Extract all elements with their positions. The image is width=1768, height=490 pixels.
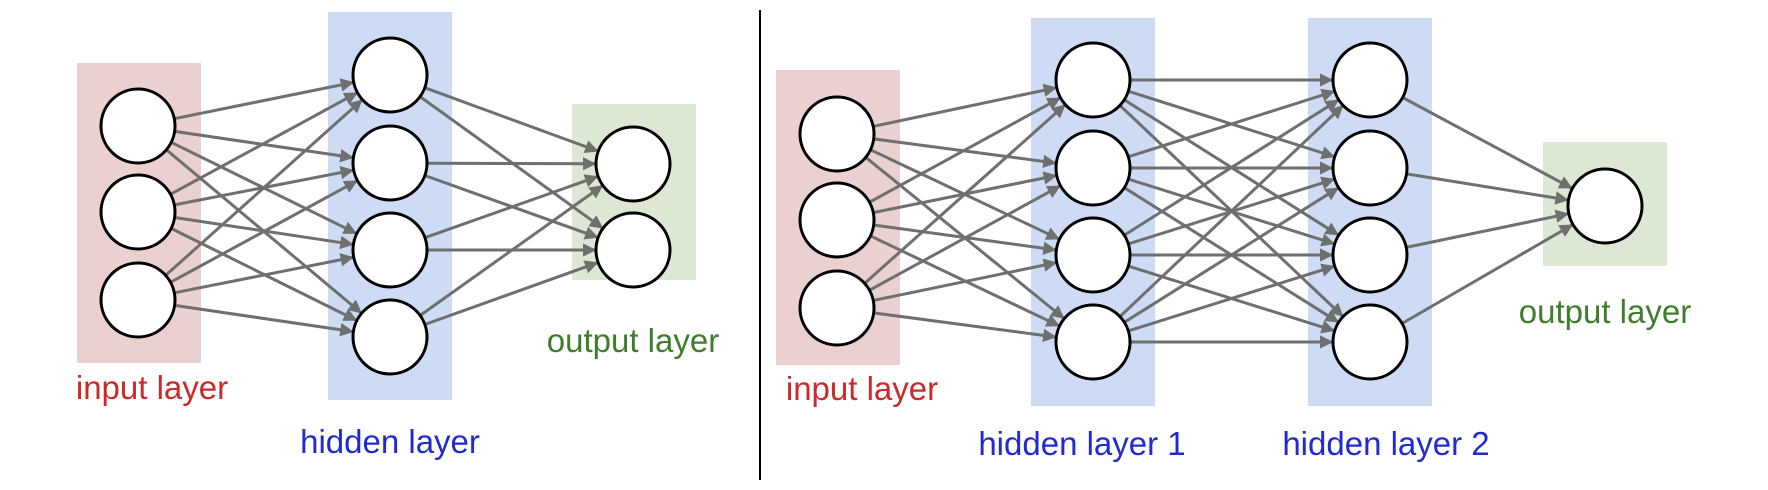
- connections: [863, 73, 1574, 349]
- connection-arrow: [1405, 209, 1570, 249]
- connection-arrow: [1118, 105, 1344, 318]
- connection-arrow: [1401, 96, 1573, 190]
- connection-arrow: [424, 260, 599, 326]
- connection-arrow: [169, 91, 358, 196]
- layer-bands: [776, 18, 1667, 406]
- neurons: [798, 41, 1644, 381]
- connection-arrow: [169, 179, 358, 284]
- hidden-neuron: [1054, 41, 1132, 119]
- layer-labels: input layer hidden layer output layer: [76, 322, 719, 460]
- connection-arrow: [872, 83, 1058, 128]
- hidden-neuron: [351, 211, 429, 289]
- output-neuron: [594, 125, 672, 203]
- hidden-layer-label: hidden layer 1: [978, 425, 1185, 462]
- output-neuron: [594, 211, 672, 289]
- connection-arrow: [1123, 99, 1340, 237]
- hidden-neuron: [1331, 303, 1409, 381]
- network-diagram-single-hidden: input layer hidden layer output layer: [76, 12, 719, 460]
- connection-arrow: [1127, 263, 1335, 333]
- connection-arrow: [868, 184, 1061, 292]
- hidden-neuron: [1054, 216, 1132, 294]
- hidden-neuron: [1331, 129, 1409, 207]
- connection-arrow: [174, 78, 355, 121]
- network-diagram-two-hidden: input layer hidden layer 1 hidden layer 2 o…: [776, 18, 1691, 462]
- hidden-neuron: [1054, 129, 1132, 207]
- connection-arrow: [174, 303, 354, 337]
- output-layer-label: output layer: [1519, 293, 1691, 330]
- hidden-layer-label: hidden layer: [300, 423, 480, 460]
- input-neuron: [798, 269, 876, 347]
- connection-arrow: [1127, 88, 1336, 159]
- input-neuron: [99, 173, 177, 251]
- hidden-neuron: [351, 124, 429, 202]
- connections: [164, 78, 604, 337]
- connection-arrow: [174, 253, 355, 295]
- connection-arrow: [424, 174, 599, 240]
- output-layer-label: output layer: [547, 322, 719, 359]
- connection-arrow: [1401, 223, 1574, 325]
- connection-arrow: [1123, 186, 1339, 324]
- connection-arrow: [873, 311, 1057, 343]
- input-neuron: [798, 95, 876, 173]
- input-neuron: [99, 87, 177, 165]
- neurons: [99, 36, 672, 376]
- connection-arrow: [863, 104, 1066, 285]
- layer-labels: input layer hidden layer 1 hidden layer 2 o…: [786, 293, 1691, 462]
- hidden-neuron: [351, 298, 429, 376]
- input-neuron: [99, 261, 177, 339]
- hidden-neuron: [351, 36, 429, 114]
- connection-arrow: [426, 157, 597, 171]
- connection-arrow: [1406, 172, 1569, 205]
- connection-arrow: [872, 258, 1058, 302]
- connection-arrow: [419, 184, 604, 317]
- output-neuron: [1566, 167, 1644, 245]
- hidden-neuron: [1331, 216, 1409, 294]
- hidden-neuron: [1331, 41, 1409, 119]
- input-layer-label: input layer: [786, 370, 938, 407]
- connection-arrow: [164, 99, 363, 277]
- hidden-layer-label: hidden layer 2: [1282, 425, 1489, 462]
- input-neuron: [798, 181, 876, 259]
- input-layer-label: input layer: [76, 369, 228, 406]
- connection-arrow: [424, 86, 599, 154]
- hidden-neuron: [1054, 303, 1132, 381]
- connection-arrow: [868, 96, 1061, 204]
